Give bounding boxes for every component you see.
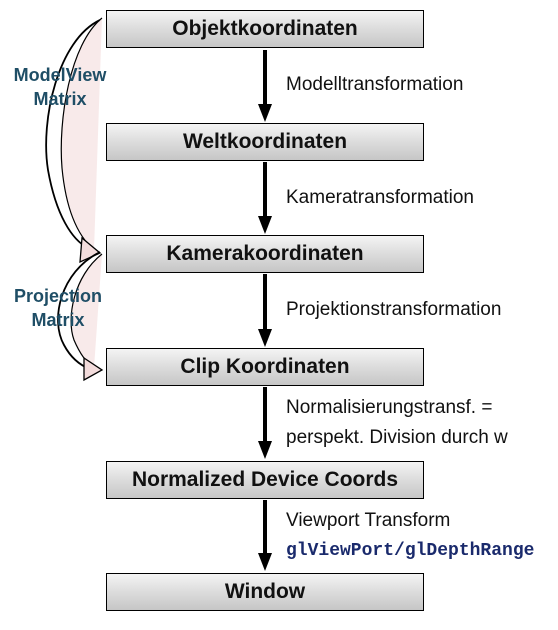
transform-label-normalisierung-line1: Normalisierungstransf. = <box>286 397 493 418</box>
down-arrow-1-head <box>258 104 272 122</box>
viewport-code: glViewPort/glDepthRange <box>286 541 535 561</box>
transform-label-normalisierung: Normalisierungstransf. = perspekt. Divis… <box>286 393 508 453</box>
transform-label-modell: Modelltransformation <box>286 74 464 95</box>
down-arrow-4-head <box>258 441 272 459</box>
stage-normalized-device-coords: Normalized Device Coords <box>106 461 424 499</box>
stage-objektkoordinaten: Objektkoordinaten <box>106 10 424 48</box>
stage-clip-koordinaten: Clip Koordinaten <box>106 348 424 386</box>
projection-curve-arrow <box>57 251 104 382</box>
projection-matrix-label: Projection Matrix <box>0 284 118 332</box>
modelview-label-line2: Matrix <box>33 89 87 109</box>
transform-label-viewport-line1: Viewport Transform <box>286 510 451 531</box>
transform-label-normalisierung-line2: perspekt. Division durch w <box>286 427 508 448</box>
transform-label-projektion: Projektionstransformation <box>286 299 502 320</box>
modelview-matrix-label: ModelView Matrix <box>0 63 120 111</box>
stage-weltkoordinaten: Weltkoordinaten <box>106 123 424 161</box>
down-arrows <box>258 50 272 571</box>
stage-window: Window <box>106 573 424 611</box>
down-arrow-3-head <box>258 329 272 347</box>
modelview-label-line1: ModelView <box>13 65 107 85</box>
transform-label-viewport: Viewport Transform glViewPort/glDepthRan… <box>286 506 534 566</box>
down-arrow-2-head <box>258 216 272 234</box>
projection-label-line2: Matrix <box>31 310 85 330</box>
stage-kamerakoordinaten: Kamerakoordinaten <box>106 235 424 273</box>
projection-label-line1: Projection <box>13 286 102 306</box>
modelview-curve-arrow <box>45 17 103 264</box>
down-arrow-5-head <box>258 553 272 571</box>
transform-label-kamera: Kameratransformation <box>286 187 474 208</box>
